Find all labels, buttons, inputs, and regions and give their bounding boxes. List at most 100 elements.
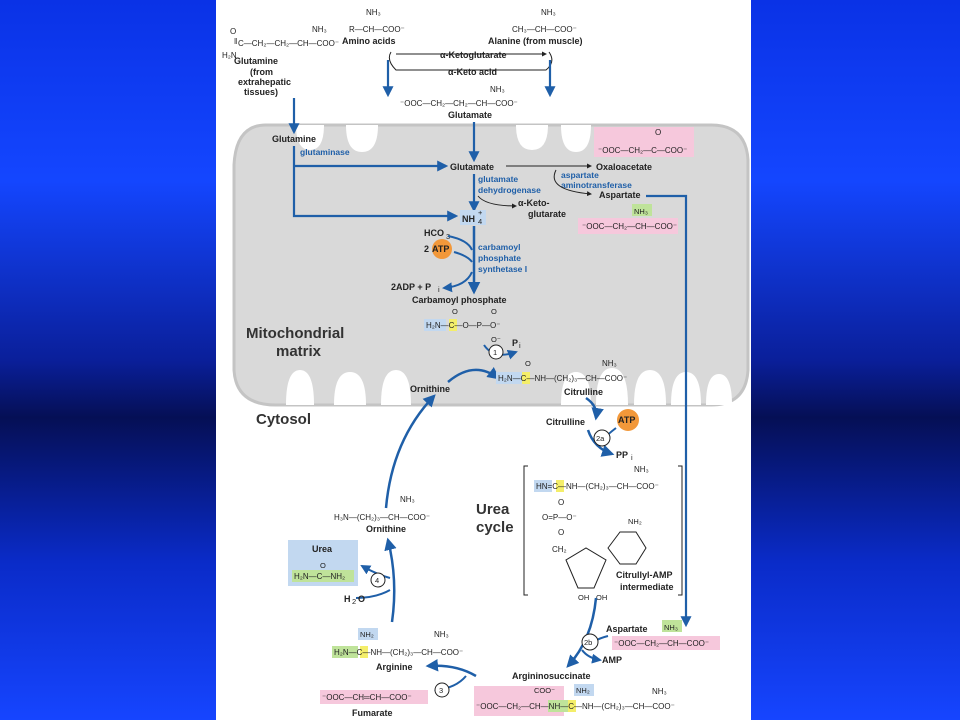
ppi-label: PP (616, 450, 628, 460)
aspartate-cyt-structure-highlight (612, 636, 720, 650)
pi-label: P (512, 338, 518, 348)
step-3-circle (434, 682, 450, 698)
arginine-label: Arginine (376, 662, 413, 672)
argininosuccinate-label: Argininosuccinate (512, 671, 591, 681)
cps-3: synthetase I (478, 264, 527, 274)
oxaloacetate-label: Oxaloacetate (596, 162, 652, 172)
alanine-label: Alanine (from muscle) (488, 36, 583, 46)
glutamine-source-1: (from (250, 67, 273, 77)
svg-text:NH₃: NH₃ (434, 630, 449, 639)
svg-text:NH₃: NH₃ (366, 8, 381, 17)
atp-label-mito: ATP (432, 244, 449, 254)
svg-text:⁻OOC—CH₂—CH—NH—C—NH—(CH₂)₃—CH—: ⁻OOC—CH₂—CH—NH—C—NH—(CH₂)₃—CH—COO⁻ (476, 702, 675, 711)
carbamoyl-nh2-highlight (424, 319, 446, 331)
svg-text:HN=C—NH—(CH₂)₃—CH—COO⁻: HN=C—NH—(CH₂)₃—CH—COO⁻ (536, 482, 659, 491)
urea-cycle-diagram: O ‖ H₂N C—CH₂—CH₂—CH—COO⁻ NH₃ Glutamine … (222, 8, 750, 718)
a-ketoglutarate-label: α-Ketoglutarate (440, 50, 507, 60)
a-keto-acid-label: α-Keto acid (448, 67, 497, 77)
svg-text:H₂N—C—NH—(CH₂)₃—CH—COO⁻: H₂N—C—NH—(CH₂)₃—CH—COO⁻ (334, 648, 463, 657)
a-keto-glutarate-2: glutarate (528, 209, 566, 219)
svg-text:O: O (525, 359, 531, 368)
svg-text:⁻OOC—CH═CH—COO⁻: ⁻OOC—CH═CH—COO⁻ (322, 693, 412, 702)
carbamoyl-phosphate-label: Carbamoyl phosphate (412, 295, 507, 305)
glutamine-mito-label: Glutamine (272, 134, 316, 144)
cytosol-label: Cytosol (256, 411, 311, 428)
aspartate-aminotransferase-2: aminotransferase (561, 180, 632, 190)
svg-text:NH₃: NH₃ (602, 359, 617, 368)
svg-text:NH₃: NH₃ (490, 85, 505, 94)
aspartate-cyt-nh3-highlight (662, 620, 682, 632)
mitochondrion-shape (232, 123, 750, 407)
svg-text:2: 2 (352, 597, 356, 606)
svg-text:H₂N—C—O—P—O⁻: H₂N—C—O—P—O⁻ (426, 321, 500, 330)
fumarate-highlight (320, 690, 428, 704)
svg-text:‖: ‖ (234, 37, 237, 46)
aspartate-aminotransferase-1: aspartate (561, 170, 599, 180)
urea-label: Urea (312, 544, 333, 554)
argininosuccinate-nh-highlight (548, 700, 568, 712)
citrulline-c-highlight (522, 372, 530, 384)
svg-text:NH₃: NH₃ (541, 8, 556, 17)
svg-text:NH₃: NH₃ (652, 687, 667, 696)
svg-text:R—CH—COO⁻: R—CH—COO⁻ (349, 25, 405, 34)
svg-text:NH₃: NH₃ (634, 207, 648, 216)
step-2a-circle (593, 429, 611, 447)
svg-text:+: + (478, 208, 483, 217)
aspartate-cyt-label: Aspartate (606, 624, 648, 634)
step-4-label: 4 (375, 576, 379, 585)
svg-text:i: i (519, 341, 521, 350)
ribose-ring (565, 547, 607, 589)
glutamine-source-2: extrahepatic (238, 77, 291, 87)
svg-text:O: O (358, 594, 365, 604)
svg-text:O=P—O⁻: O=P—O⁻ (542, 513, 577, 522)
nh4-highlight (460, 210, 486, 225)
ornithine-cyt-label: Ornithine (366, 524, 406, 534)
glutamine-source-3: tissues) (244, 87, 278, 97)
svg-text:CH₃—CH—COO⁻: CH₃—CH—COO⁻ (512, 25, 577, 34)
aspartate-nh3-highlight (632, 204, 652, 216)
cps-1: carbamoyl (478, 242, 521, 252)
svg-text:H₃N—(CH₂)₃—CH—COO⁻: H₃N—(CH₂)₃—CH—COO⁻ (334, 513, 430, 522)
svg-text:NH₃: NH₃ (312, 25, 327, 34)
step-4-circle (370, 572, 386, 588)
svg-text:NH₃: NH₃ (664, 623, 678, 632)
ornithine-mito-label: Ornithine (410, 384, 450, 394)
right-background (751, 0, 960, 720)
mito-matrix-1: Mitochondrial (246, 325, 344, 342)
svg-text:CH₂: CH₂ (552, 545, 567, 554)
urea-cycle-2: cycle (476, 519, 514, 536)
svg-text:i: i (631, 453, 633, 462)
svg-text:NH₃: NH₃ (634, 465, 649, 474)
svg-text:O: O (491, 307, 497, 316)
fumarate-label: Fumarate (352, 708, 393, 718)
svg-text:O⁻: O⁻ (491, 335, 501, 344)
bracket-right (678, 465, 683, 596)
adp-pi-label: 2ADP + P (391, 282, 431, 292)
svg-text:OH: OH (578, 593, 589, 602)
urea-cycle-1: Urea (476, 501, 510, 518)
diagram-panel: O ‖ H₂N C—CH₂—CH₂—CH—COO⁻ NH₃ Glutamine … (216, 0, 751, 720)
step-1-circle (488, 344, 504, 360)
citrullyl-amp-2: intermediate (620, 582, 674, 592)
step-1-label: 1 (493, 348, 497, 357)
svg-text:O: O (320, 561, 326, 570)
svg-text:H₂N—C—NH—(CH₂)₃—CH—COO⁻: H₂N—C—NH—(CH₂)₃—CH—COO⁻ (498, 374, 627, 383)
arginine-nh2-highlight (358, 628, 378, 640)
bracket-left (523, 465, 528, 596)
hco3-label: HCO (424, 228, 444, 238)
glutamate-dehydrogenase-2: dehydrogenase (478, 185, 541, 195)
glutamine-top-label: Glutamine (234, 56, 278, 66)
glutaminase-label: glutaminase (300, 147, 350, 157)
glutamate-top-label: Glutamate (448, 110, 492, 120)
mito-matrix-2: matrix (276, 343, 322, 360)
citrulline-mito-label: Citrulline (564, 387, 603, 397)
citrullyl-hn-highlight (534, 480, 552, 492)
step-3-label: 3 (439, 686, 443, 695)
svg-text:⁻OOC—CH₂—CH—COO⁻: ⁻OOC—CH₂—CH—COO⁻ (614, 639, 709, 648)
svg-text:NH₂: NH₂ (628, 517, 642, 526)
citrullyl-c-highlight (556, 480, 564, 492)
svg-text:i: i (438, 285, 440, 294)
atp-circle-mito (432, 239, 452, 259)
svg-text:NH₃: NH₃ (400, 495, 415, 504)
h2o-label: H (344, 594, 351, 604)
